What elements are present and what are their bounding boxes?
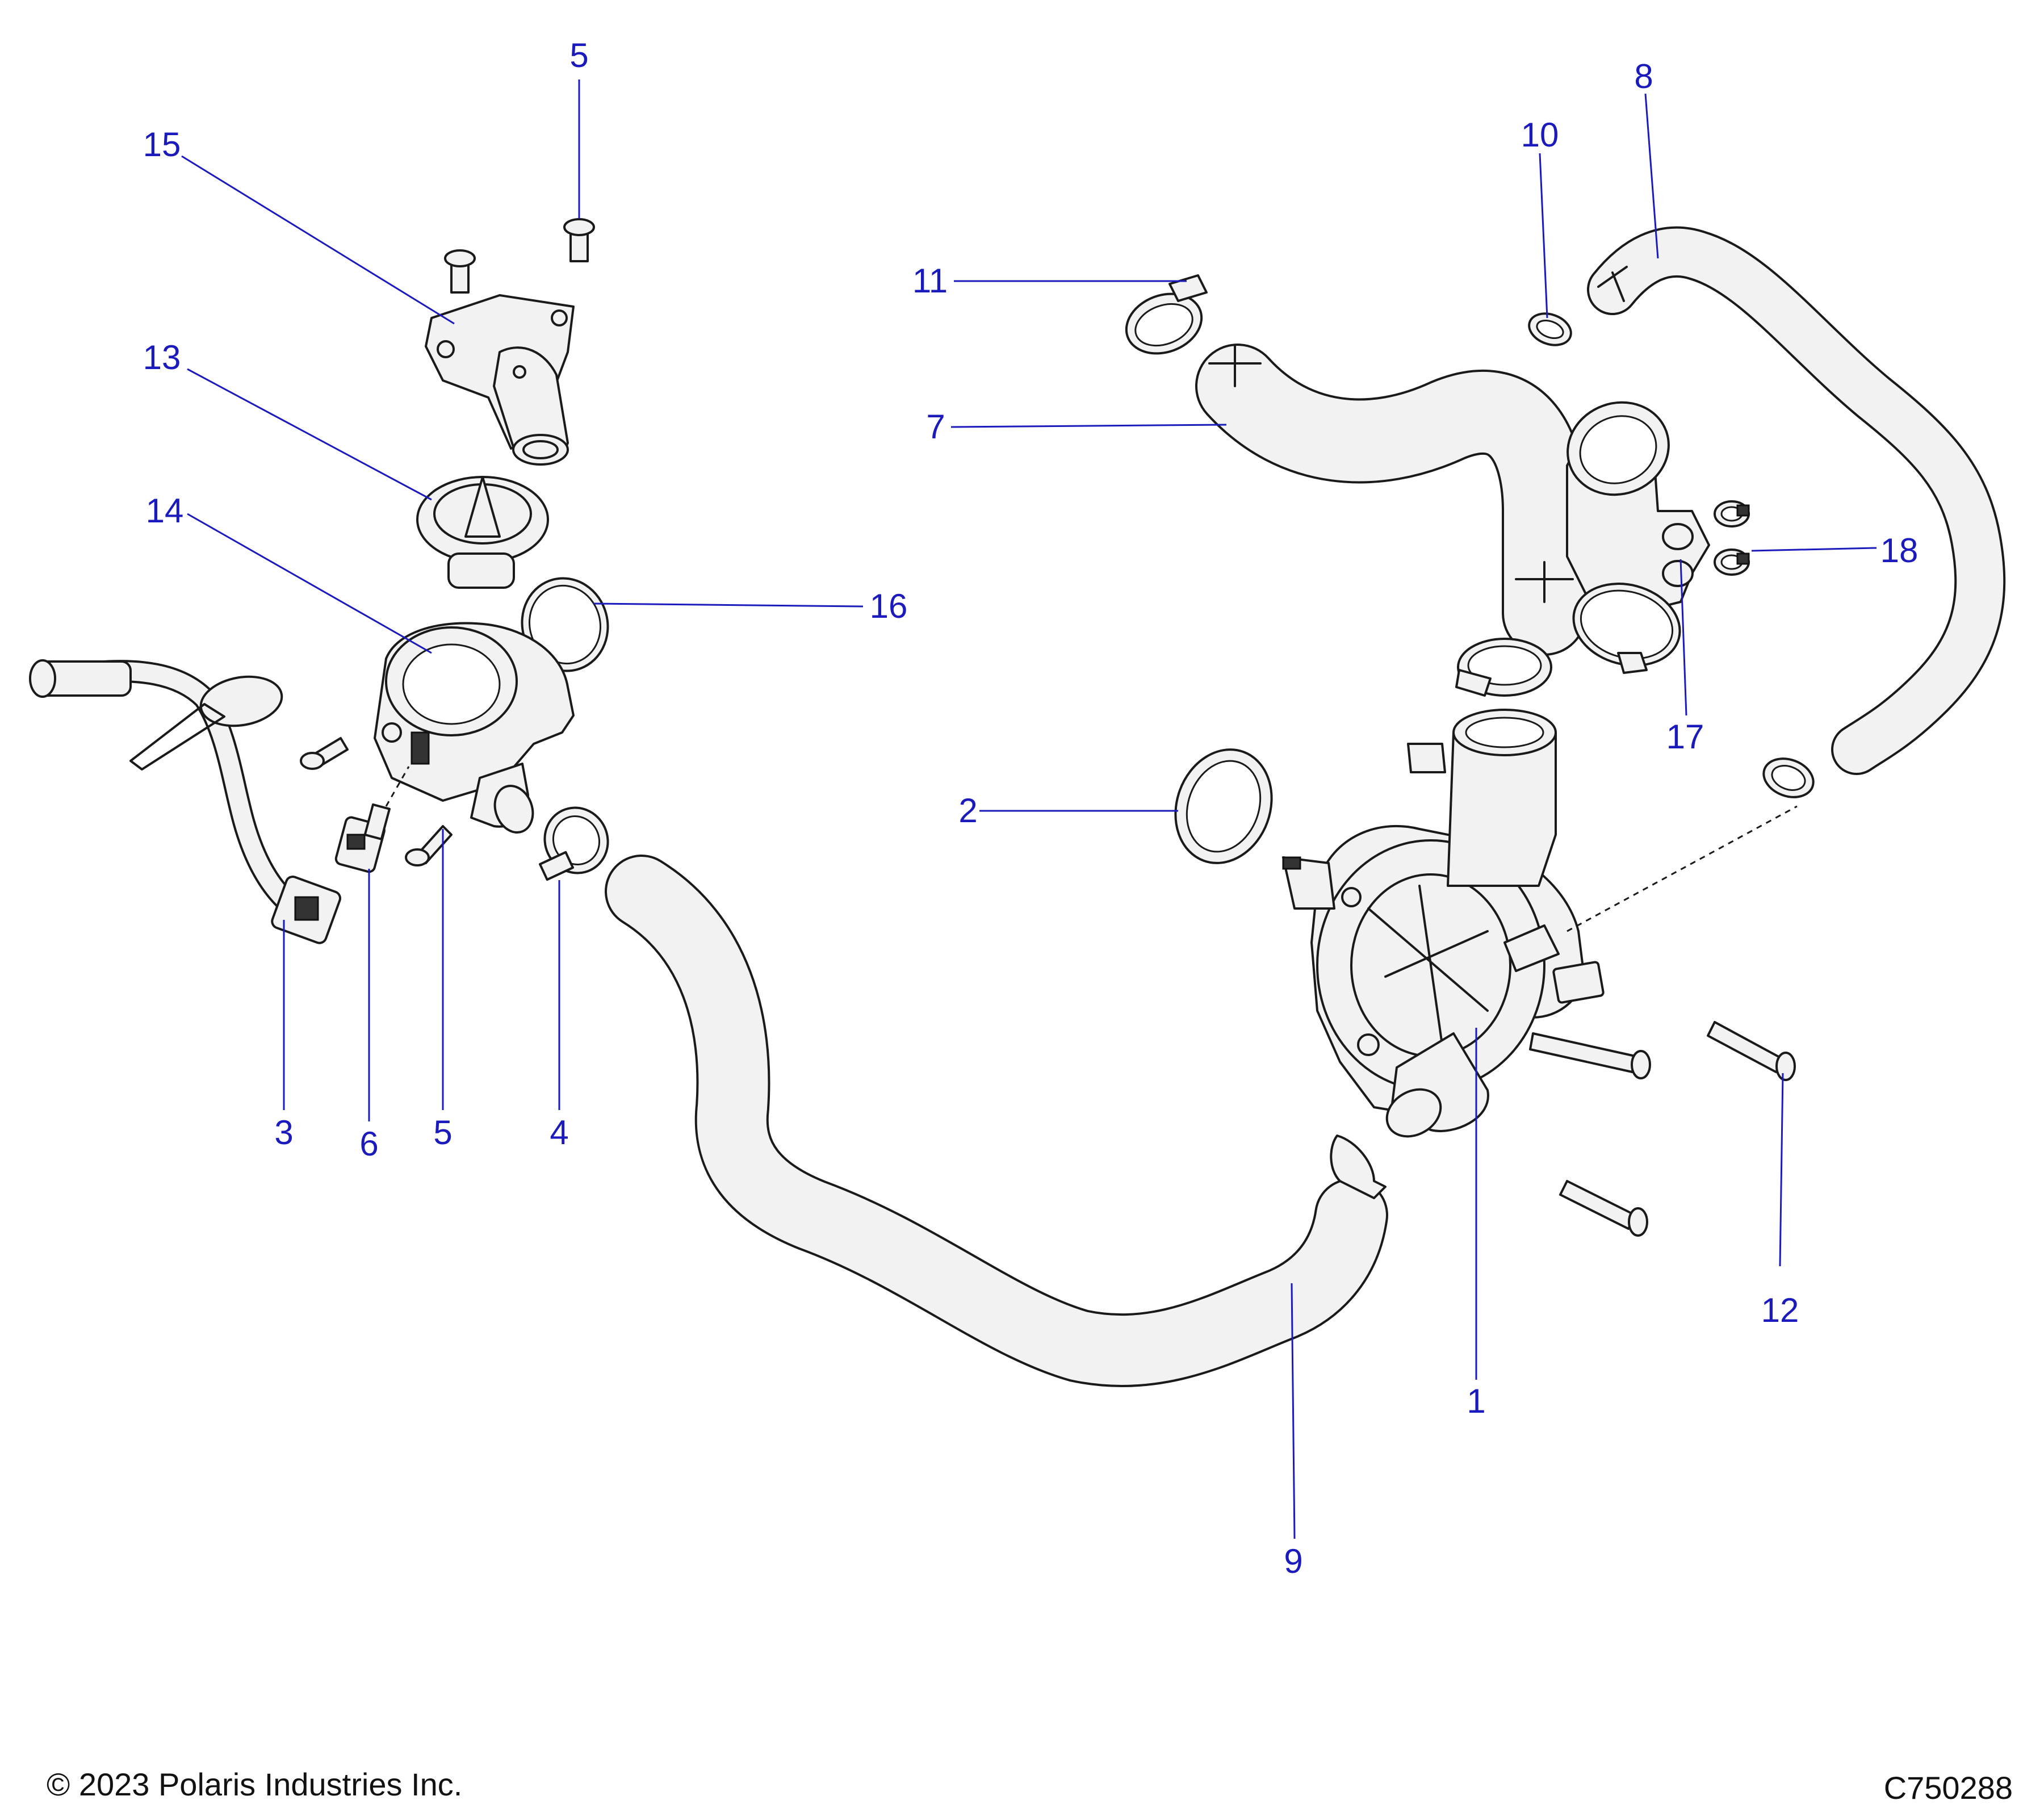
leader-10	[1539, 153, 1548, 319]
part-water-pump	[1282, 709, 1605, 1138]
part-bolt-top-2	[563, 218, 595, 262]
leader-7	[950, 424, 1227, 428]
callout-8: 8	[1634, 57, 1653, 95]
part-clip-1	[1714, 500, 1750, 527]
leader-15	[181, 155, 455, 325]
part-cable-tie-strap	[1572, 583, 1681, 674]
part-coolant-hose-lower	[605, 855, 1388, 1388]
callout-2: 2	[958, 792, 977, 830]
leader-18	[1751, 547, 1877, 552]
part-thermostat	[416, 476, 549, 589]
callout-4: 4	[550, 1113, 568, 1152]
part-bolt-left-1	[300, 737, 349, 770]
part-coolant-hose-upper	[1195, 344, 1587, 656]
leader-16	[593, 602, 864, 608]
part-pump-bolt-1	[1529, 1032, 1651, 1079]
part-hose-clamp-4	[539, 806, 609, 881]
part-hose-clamp-11	[1125, 274, 1208, 355]
part-temperature-sensor	[334, 803, 391, 873]
callout-10: 10	[1521, 116, 1559, 154]
part-hose-clamp-lower	[1330, 1134, 1387, 1199]
callout-14: 14	[146, 492, 184, 530]
part-hose-clamp-right-end	[1762, 757, 1815, 798]
part-wire-harness	[29, 659, 341, 944]
callout-17: 17	[1666, 718, 1704, 756]
callout-12: 12	[1761, 1291, 1799, 1329]
callout-15: 15	[143, 125, 181, 164]
callout-16: 16	[870, 587, 908, 625]
part-coolant-hose-right	[1587, 226, 2006, 775]
part-hose-clamp-pump-inlet	[1455, 638, 1552, 697]
callout-5a: 5	[569, 36, 588, 74]
leader-9	[1291, 1283, 1296, 1539]
part-pump-bolt-2	[1707, 1021, 1796, 1081]
callout-9: 9	[1284, 1542, 1302, 1580]
sensor-alignment-line	[385, 766, 410, 807]
figure-code: C750288	[1884, 1770, 2013, 1806]
callout-5b: 5	[433, 1113, 452, 1152]
part-pump-bolt-3	[1559, 1180, 1648, 1237]
callout-7: 7	[926, 408, 945, 446]
callout-18: 18	[1880, 531, 1919, 570]
callout-13: 13	[143, 338, 181, 376]
part-thermostat-cover	[425, 294, 575, 466]
callout-3: 3	[274, 1113, 293, 1152]
part-water-pump-gasket	[1174, 748, 1273, 864]
leader-14	[187, 513, 432, 654]
pump-alignment-line	[1566, 805, 1798, 932]
part-coolant-junction	[1566, 401, 1710, 614]
callout-1: 1	[1467, 1382, 1485, 1420]
callout-labels: 1 2 3 4 5 5 6 7 8 9 10 11 12 13 14 15 16…	[143, 36, 1919, 1580]
leader-17	[1679, 559, 1687, 716]
part-thermostat-housing	[374, 622, 575, 834]
callout-6: 6	[359, 1125, 378, 1163]
copyright-notice: © 2023 Polaris Industries Inc.	[47, 1766, 462, 1802]
part-bolt-left-2	[405, 825, 453, 866]
leader-13	[187, 368, 432, 501]
leader-8	[1644, 93, 1659, 259]
part-clip-2	[1714, 549, 1750, 576]
leader-12	[1779, 1073, 1784, 1267]
part-bolt-top-1	[444, 249, 476, 294]
leader-lines	[181, 79, 1877, 1539]
callout-11: 11	[912, 262, 948, 300]
part-hose-clamp-10	[1528, 312, 1572, 346]
